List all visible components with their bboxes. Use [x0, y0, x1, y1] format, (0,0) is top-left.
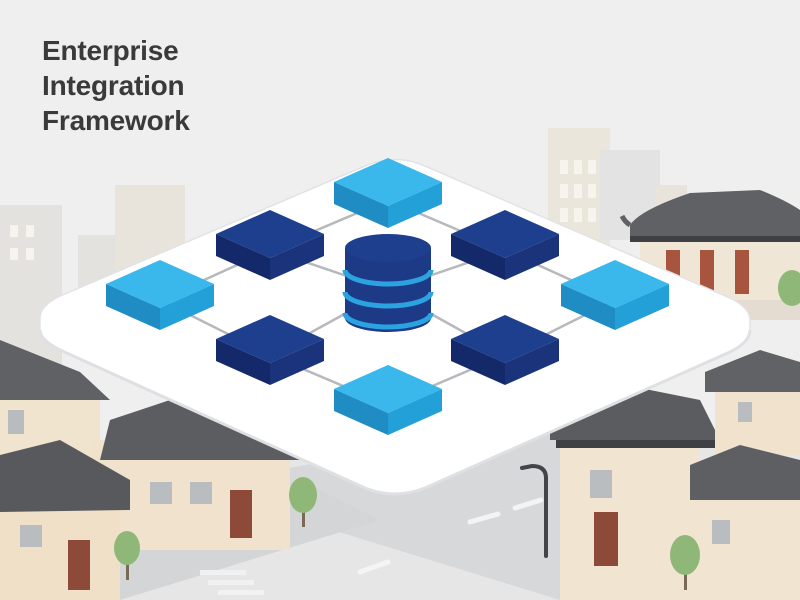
house-left-middle [90, 400, 300, 550]
street-lamp [520, 463, 548, 558]
house-left-front [0, 440, 130, 600]
title-line-2: Integration [42, 70, 185, 101]
house-right-front [550, 380, 724, 600]
node-left [106, 260, 214, 330]
title-line-3: Framework [42, 105, 190, 136]
node-right [561, 260, 669, 330]
crosswalk [200, 570, 264, 595]
node-top [334, 158, 442, 228]
title-line-1: Enterprise [42, 35, 179, 66]
node-upper-right [451, 210, 559, 280]
node-lower-left [216, 315, 324, 385]
node-upper-left [216, 210, 324, 280]
house-right-back [705, 350, 800, 455]
trees [114, 270, 800, 590]
node-lower-right [451, 315, 559, 385]
house-right-corner [690, 445, 800, 600]
page-title: Enterprise Integration Framework [42, 33, 190, 138]
database-icon [342, 234, 434, 332]
node-bottom [334, 365, 442, 435]
